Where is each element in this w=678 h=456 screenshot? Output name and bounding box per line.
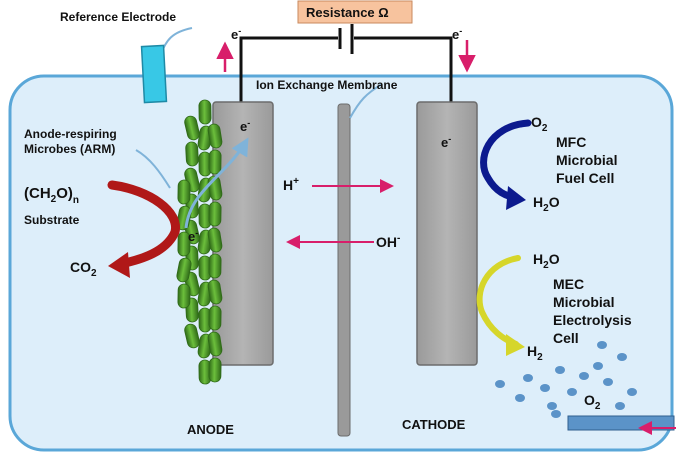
reference-electrode bbox=[140, 44, 168, 104]
oxygen-bubble bbox=[547, 402, 557, 410]
microbe-cell bbox=[208, 357, 222, 383]
microbe-cell bbox=[184, 323, 200, 349]
oxygen-bubble bbox=[540, 384, 550, 392]
o2-label-bubbles: O2 bbox=[584, 392, 601, 412]
oxygen-bubble bbox=[579, 372, 589, 380]
electron-label-cathode: e- bbox=[441, 134, 451, 150]
membrane-label-lead bbox=[349, 83, 383, 119]
mfc-label-line2: Microbial bbox=[556, 152, 617, 168]
microbe-cell bbox=[207, 123, 223, 149]
microbe-cell bbox=[208, 305, 222, 331]
membrane-label: Ion Exchange Membrane bbox=[256, 78, 398, 92]
oxygen-bubble bbox=[597, 341, 607, 349]
microbe-cell bbox=[177, 283, 191, 309]
h-plus-label: H+ bbox=[283, 176, 299, 193]
anode-label: ANODE bbox=[187, 422, 234, 437]
microbe-cell bbox=[207, 331, 223, 357]
microbe-cell bbox=[177, 231, 191, 257]
mec-label-line2: Microbial bbox=[553, 294, 614, 310]
arm-label-lead bbox=[135, 149, 171, 189]
mfc-label-line3: Fuel Cell bbox=[556, 170, 614, 186]
electron-label-top-right: e- bbox=[452, 26, 462, 42]
oxygen-bubble bbox=[523, 374, 533, 382]
mec-label-line4: Cell bbox=[553, 330, 579, 346]
hydrogen-evolution-arrowhead bbox=[506, 334, 525, 356]
o2-label: O2 bbox=[531, 114, 548, 134]
oxygen-bubble bbox=[515, 394, 525, 402]
reference-electrode-lead bbox=[159, 27, 193, 57]
oxygen-bubble bbox=[603, 378, 613, 386]
oxygen-reduction-arrowhead bbox=[506, 186, 526, 210]
microbe-cell bbox=[177, 179, 191, 205]
cathode-label: CATHODE bbox=[402, 417, 466, 432]
oxygen-bubble bbox=[617, 353, 627, 361]
substrate-label: Substrate bbox=[24, 213, 80, 227]
oxygen-bubbles bbox=[495, 341, 637, 418]
h2o-label-mfc: H2O bbox=[533, 194, 560, 214]
microbe-cell bbox=[176, 257, 192, 283]
substrate-oxidation-arrow bbox=[107, 180, 180, 269]
microbe-cell bbox=[208, 201, 222, 227]
external-circuit-wire bbox=[239, 36, 453, 103]
resistance-label: Resistance Ω bbox=[306, 5, 389, 20]
oxygen-bubble bbox=[627, 388, 637, 396]
electron-label-biofilm: e- bbox=[188, 228, 198, 244]
microbe-cell bbox=[185, 141, 199, 167]
mfc-label-line1: MFC bbox=[556, 134, 586, 150]
microbe-cell bbox=[184, 115, 200, 141]
oxygen-bubble bbox=[495, 380, 505, 388]
arm-label-line2: Microbes (ARM) bbox=[24, 142, 115, 156]
microbe-cell bbox=[208, 253, 222, 279]
substrate-oxidation-arrowhead bbox=[108, 252, 130, 278]
electron-transfer-path bbox=[184, 137, 249, 229]
oxygen-bubble bbox=[593, 362, 603, 370]
h2-label: H2 bbox=[527, 343, 543, 363]
substrate-formula: (CH2O)n bbox=[24, 185, 79, 206]
microbe-cell bbox=[198, 99, 212, 125]
h2o-label-mec: H2O bbox=[533, 251, 560, 271]
oxygen-bubble bbox=[567, 388, 577, 396]
microbe-cell bbox=[207, 279, 223, 305]
oxygen-reduction-arrow bbox=[480, 119, 532, 202]
oh-minus-label: OH- bbox=[376, 233, 400, 250]
mec-label-line1: MEC bbox=[553, 276, 584, 292]
reference-electrode-label: Reference Electrode bbox=[60, 10, 176, 24]
mec-label-line3: Electrolysis bbox=[553, 312, 632, 328]
arm-label-line1: Anode-respiring bbox=[24, 127, 117, 141]
microbe-cell bbox=[208, 149, 222, 175]
electron-label-anode: e- bbox=[240, 118, 250, 134]
microbe-biofilm bbox=[176, 99, 223, 385]
co2-label: CO2 bbox=[70, 259, 97, 279]
microbe-cell bbox=[207, 227, 223, 253]
oxygen-bubble bbox=[555, 366, 565, 374]
resistance-box bbox=[297, 0, 413, 24]
ion-exchange-membrane bbox=[337, 103, 351, 437]
cathode-electrode bbox=[416, 101, 478, 366]
electron-label-top-left: e- bbox=[231, 26, 241, 42]
oxygen-bubble bbox=[551, 410, 561, 418]
hydrogen-evolution-arrow bbox=[476, 255, 521, 347]
oxygen-bubble bbox=[615, 402, 625, 410]
